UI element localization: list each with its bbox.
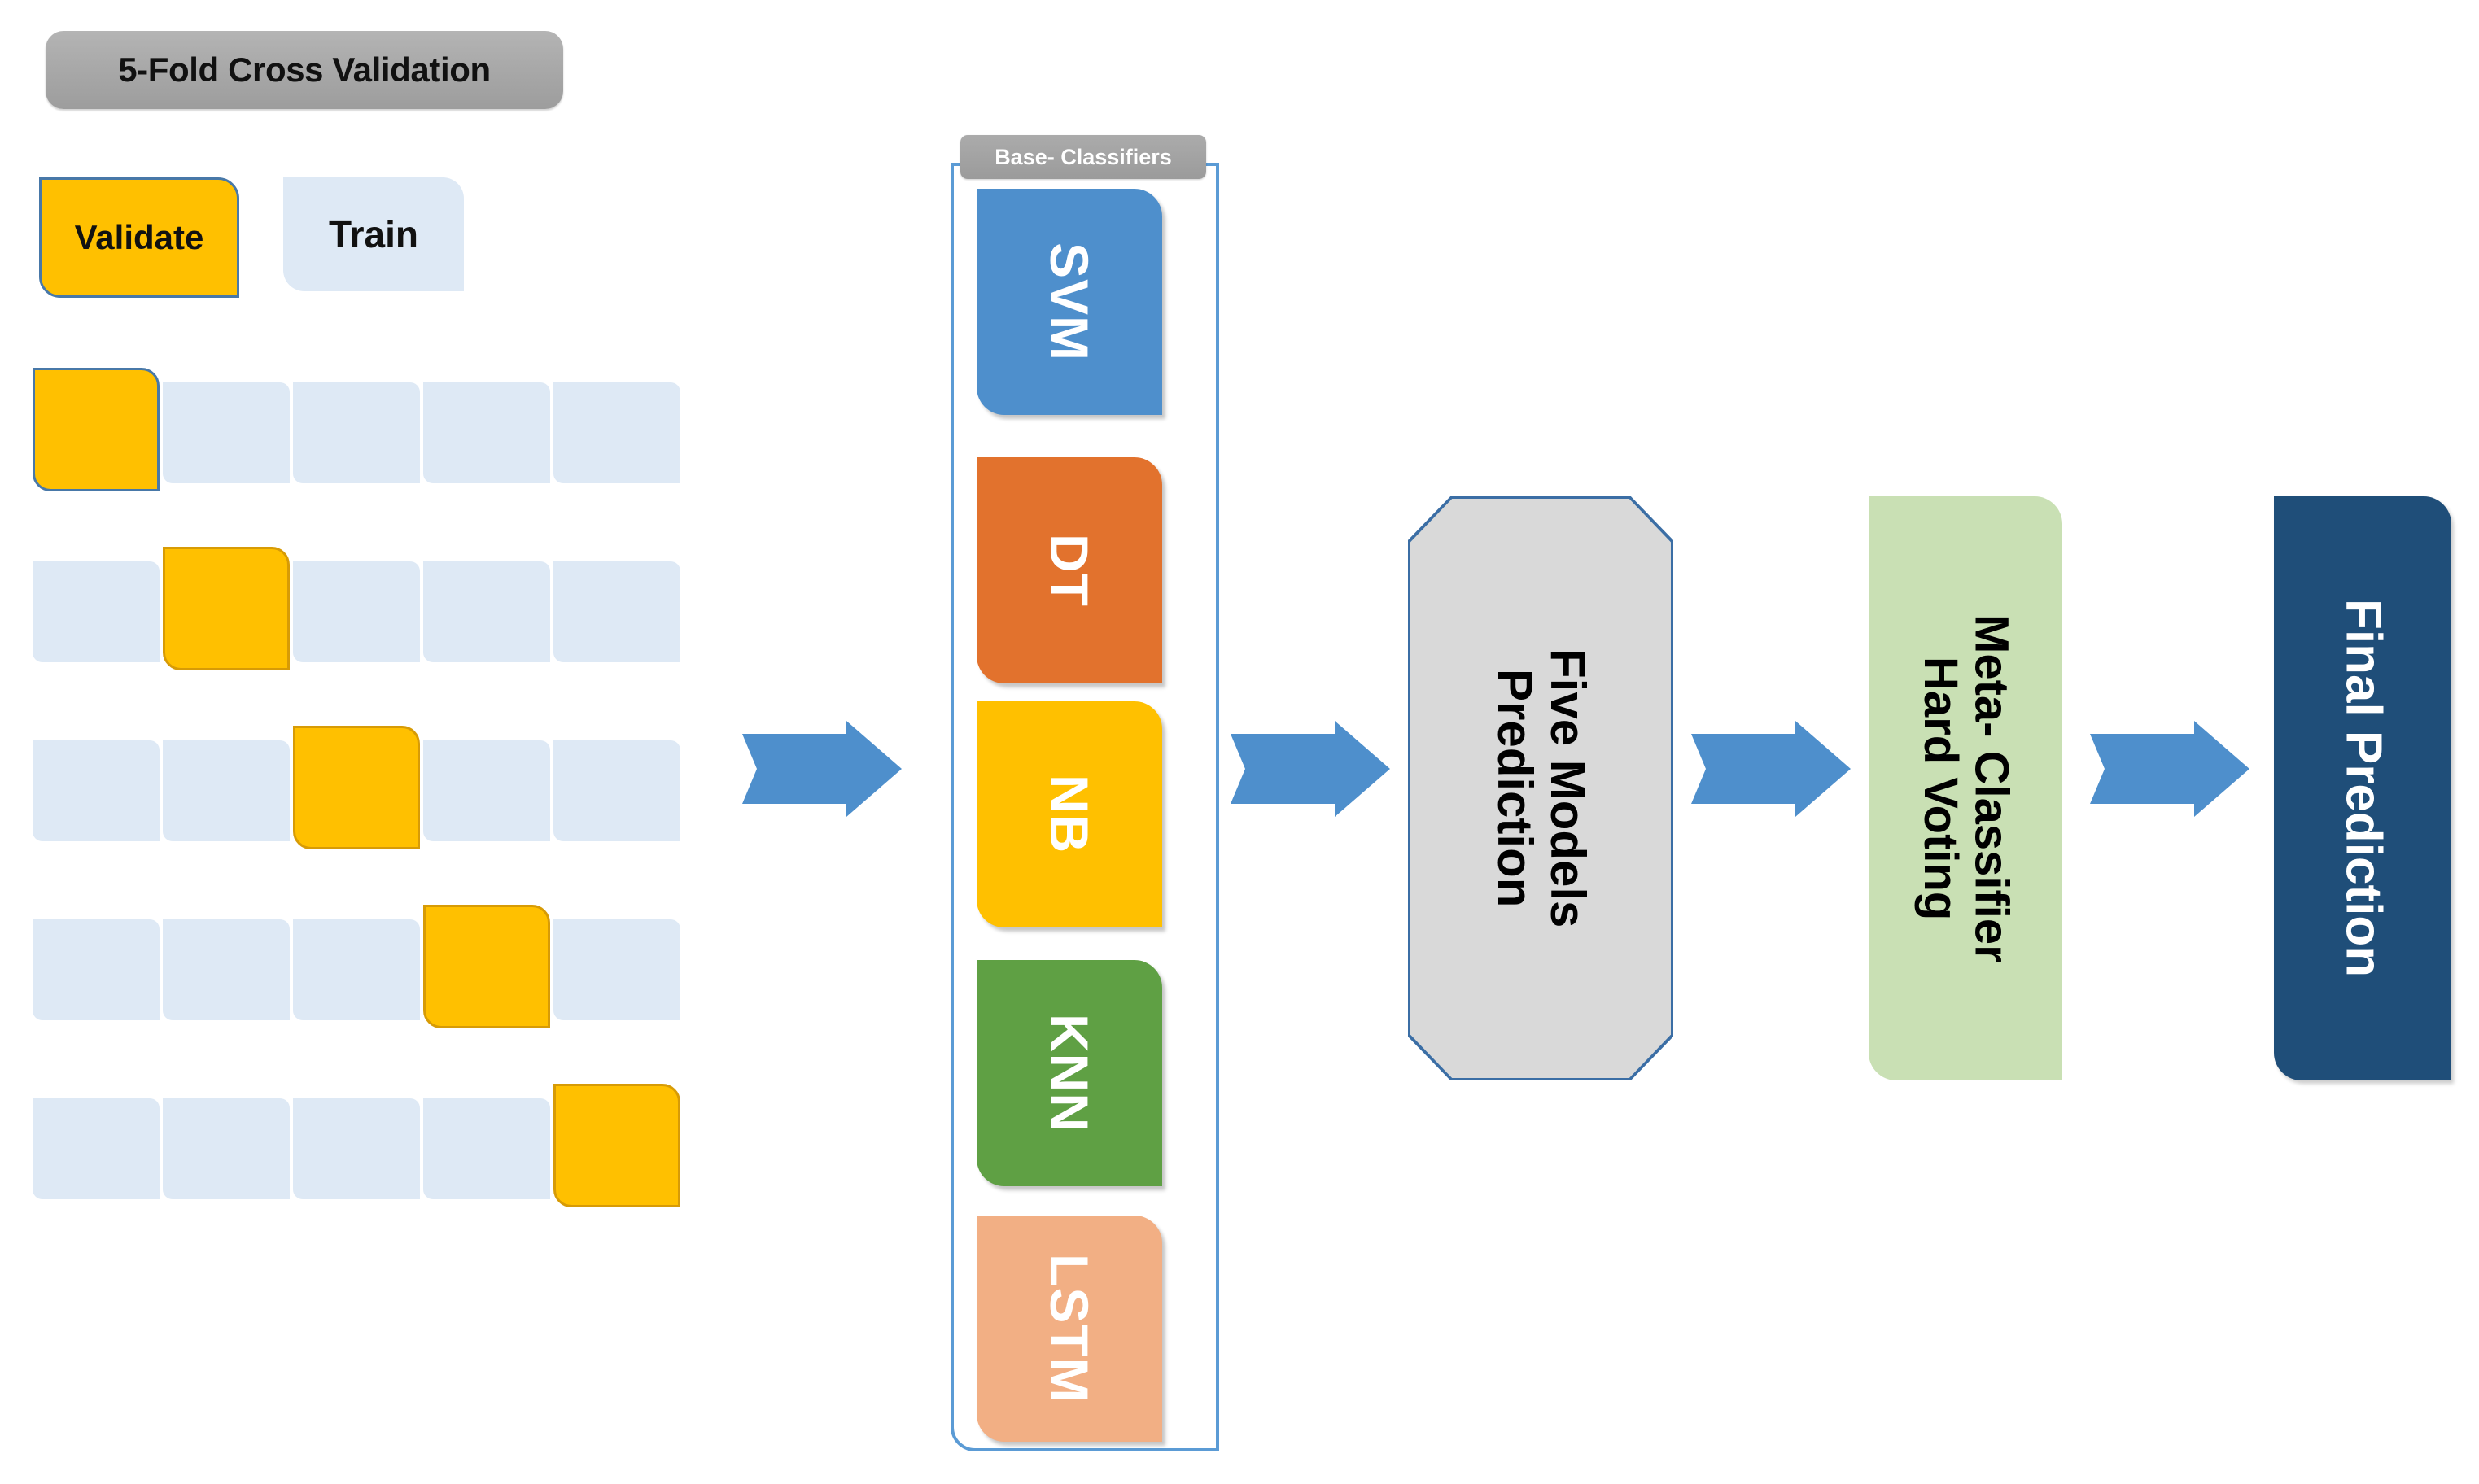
fold-row — [33, 905, 680, 1028]
five-models-prediction-label: Five Models Prediction — [1488, 648, 1595, 928]
fold-cell-validate — [293, 726, 420, 849]
legend-train-swatch: Train — [283, 177, 464, 291]
fold-cell-train — [553, 382, 680, 483]
fold-cell-validate — [163, 547, 290, 670]
legend-validate-swatch: Validate — [39, 177, 239, 298]
fold-cell-train — [163, 740, 290, 841]
fold-cell-train — [33, 1098, 160, 1199]
five-models-line-2: Prediction — [1488, 669, 1542, 908]
arrow-classifiers-to-prediction — [1231, 721, 1390, 817]
meta-classifier-line-1: Meta- Classifier — [1965, 613, 2018, 963]
fold-cell-train — [553, 740, 680, 841]
fold-cell-train — [33, 919, 160, 1020]
fold-cell-train — [293, 382, 420, 483]
final-prediction-label: Final Prediction — [2335, 599, 2392, 978]
fold-cell-train — [293, 1098, 420, 1199]
base-classifier-label: KNN — [1039, 1014, 1100, 1133]
fold-cell-validate — [553, 1084, 680, 1207]
fold-cell-train — [423, 1098, 550, 1199]
fold-cell-train — [553, 919, 680, 1020]
cross-validation-title-badge: 5-Fold Cross Validation — [46, 31, 563, 109]
base-classifier-label: SVM — [1039, 242, 1100, 362]
fold-row — [33, 726, 680, 849]
octagon-fill: Five Models Prediction — [1410, 499, 1671, 1078]
fold-cell-train — [553, 561, 680, 662]
base-classifier-lstm[interactable]: LSTM — [977, 1216, 1162, 1442]
meta-classifier-line-2: Hard Voting — [1914, 656, 1967, 921]
base-classifier-label: LSTM — [1039, 1254, 1100, 1403]
fold-cell-train — [423, 382, 550, 483]
arrow-prediction-to-meta — [1691, 721, 1851, 817]
base-classifier-nb[interactable]: NB — [977, 701, 1162, 928]
base-classifier-svm[interactable]: SVM — [977, 189, 1162, 415]
arrow-meta-to-final — [2090, 721, 2249, 817]
fold-cell-train — [163, 1098, 290, 1199]
fold-cell-train — [293, 919, 420, 1020]
fold-row — [33, 547, 680, 670]
base-classifiers-title: Base- Classifiers — [960, 135, 1206, 179]
meta-classifier-node: Meta- Classifier Hard Voting — [1869, 496, 2062, 1080]
fold-cell-train — [163, 382, 290, 483]
fold-cell-train — [293, 561, 420, 662]
base-classifier-label: DT — [1039, 534, 1100, 607]
base-classifier-label: NB — [1039, 775, 1100, 854]
five-models-line-1: Five Models — [1540, 648, 1595, 928]
meta-classifier-label: Meta- Classifier Hard Voting — [1914, 613, 2018, 963]
fold-row — [33, 368, 680, 491]
fold-cell-validate — [33, 368, 160, 491]
fold-cell-train — [163, 919, 290, 1020]
fold-cell-train — [423, 740, 550, 841]
base-classifier-knn[interactable]: KNN — [977, 960, 1162, 1186]
fold-cell-train — [423, 561, 550, 662]
final-prediction-node: Final Prediction — [2274, 496, 2451, 1080]
five-models-prediction-node: Five Models Prediction — [1408, 496, 1673, 1080]
fold-cell-train — [33, 740, 160, 841]
fold-row — [33, 1084, 680, 1207]
fold-cell-validate — [423, 905, 550, 1028]
arrow-cv-to-classifiers — [742, 721, 902, 817]
fold-cell-train — [33, 561, 160, 662]
base-classifier-dt[interactable]: DT — [977, 457, 1162, 683]
